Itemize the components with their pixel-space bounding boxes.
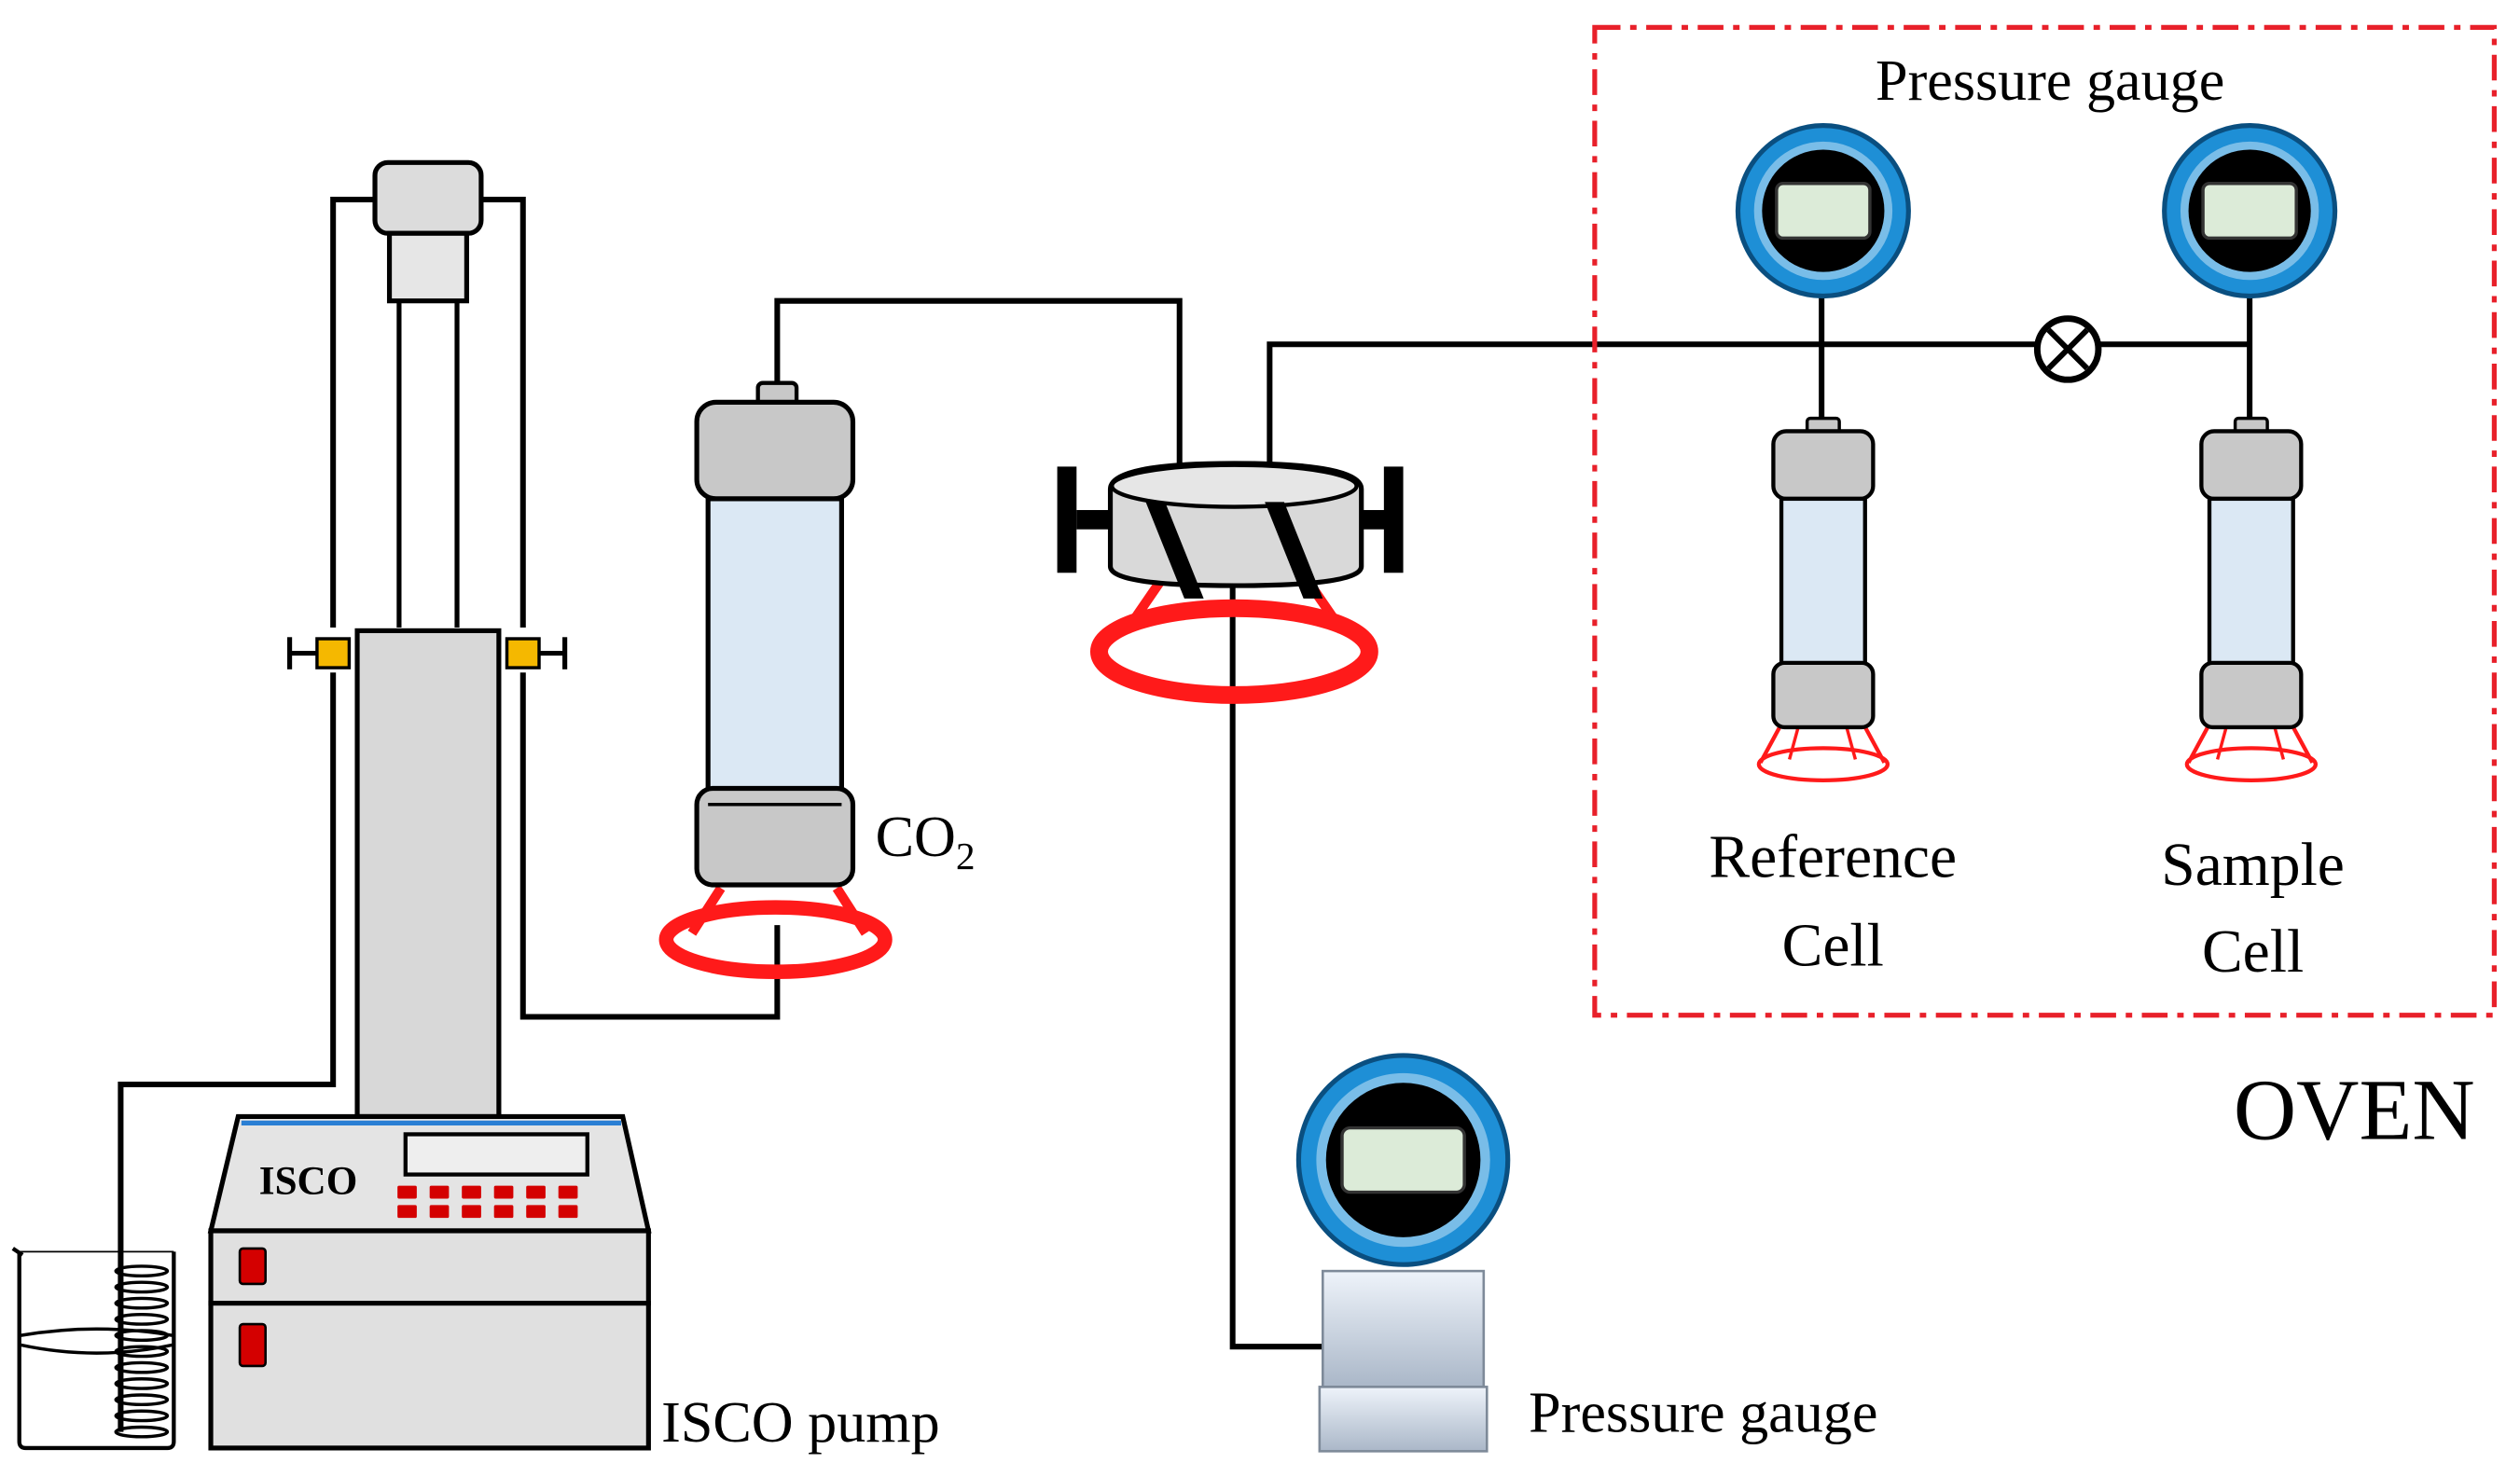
co2-label-subscript: 2	[956, 835, 976, 877]
oven-gauge-label: Pressure gauge	[1876, 49, 2224, 113]
reference-cell-label-line1: Reference	[1709, 823, 1957, 890]
oven-label: OVEN	[2234, 1063, 2475, 1159]
sample-cell-label-line1: Sample	[2161, 832, 2345, 899]
co2-label: CO2	[876, 806, 976, 877]
sample-cell-label-line2: Cell	[2202, 918, 2304, 986]
isco-brand-label: ISCO	[259, 1159, 357, 1203]
reference-pressure-gauge-icon	[1735, 123, 1911, 299]
beaker-icon	[11, 1247, 176, 1451]
isco-pump	[207, 159, 652, 1451]
bottom-pressure-gauge-icon	[1295, 1053, 1511, 1453]
reference-cell	[1756, 416, 1890, 783]
sample-pressure-gauge-icon	[2162, 123, 2338, 299]
co2-label-main: CO	[876, 806, 956, 869]
reference-cell-label-line2: Cell	[1782, 912, 1884, 979]
mixing-vessel	[1057, 461, 1404, 704]
oven-boundary	[1592, 24, 2497, 1018]
isco-pump-label: ISCO pump	[661, 1391, 940, 1455]
isco-keypad	[397, 1185, 578, 1219]
sample-cell	[2184, 416, 2319, 783]
tubing-lines	[118, 196, 2253, 1432]
co2-cylinder	[658, 380, 893, 979]
bottom-gauge-label: Pressure gauge	[1529, 1382, 1877, 1445]
valve-icon	[2033, 315, 2102, 383]
